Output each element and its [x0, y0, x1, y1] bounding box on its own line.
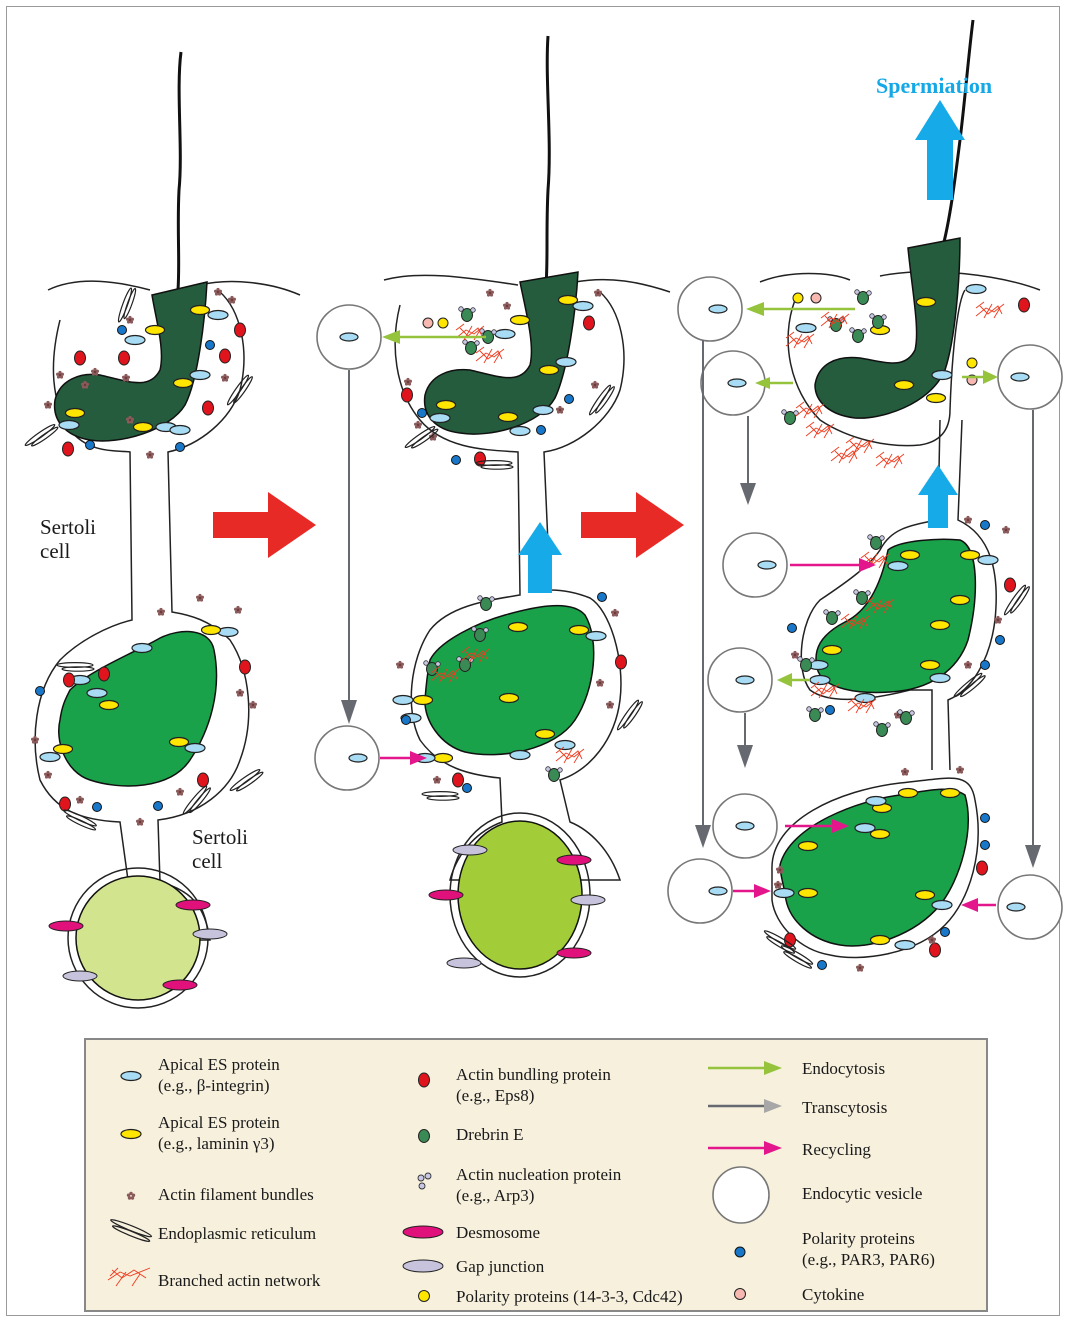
green-dot-icon — [414, 1126, 434, 1146]
sertoli-cell-label-top: Sertoli cell — [40, 515, 96, 563]
legend-text-gap-junction: Gap junction — [456, 1256, 544, 1277]
legend-text-recycling: Recycling — [802, 1139, 871, 1160]
red-arrow-2 — [581, 492, 684, 558]
pink-dot-icon — [730, 1284, 750, 1304]
desmosome-icon — [400, 1222, 446, 1242]
yellow-ellipse-icon — [116, 1124, 146, 1144]
legend-text-cytokine: Cytokine — [802, 1284, 864, 1305]
branched-actin-icon — [106, 1266, 154, 1290]
panel-2 — [315, 36, 684, 977]
sperm-tail-1 — [178, 52, 181, 290]
legend-text-actin-bundles: Actin filament bundles — [158, 1184, 314, 1205]
magenta-arrow-icon — [706, 1138, 786, 1158]
actin-bundle-icon — [116, 1186, 146, 1206]
green-arrow-icon — [706, 1058, 786, 1078]
er-icon — [102, 1218, 158, 1244]
legend-text-laminin: Apical ES protein (e.g., laminin γ3) — [158, 1112, 280, 1154]
legend-text-polarity-14-3-3: Polarity proteins (14-3-3, Cdc42) — [456, 1286, 683, 1307]
legend-text-drebrin: Drebrin E — [456, 1124, 524, 1145]
legend-text-eps8: Actin bundling protein (e.g., Eps8) — [456, 1064, 611, 1106]
arp3-icon — [412, 1170, 436, 1194]
legend: Apical ES protein (e.g., β-integrin) Api… — [84, 1038, 988, 1312]
red-arrow-1 — [213, 492, 316, 558]
legend-text-desmosome: Desmosome — [456, 1222, 540, 1243]
yellow-dot-icon — [414, 1286, 434, 1306]
blue-dot-icon — [730, 1242, 750, 1262]
legend-text-er: Endoplasmic reticulum — [158, 1223, 316, 1244]
red-dot-icon — [414, 1070, 434, 1090]
blue-ellipse-icon — [116, 1066, 146, 1086]
spermiation-label: Spermiation — [876, 73, 992, 99]
sperm-tail-2 — [546, 36, 549, 285]
diagram-canvas — [0, 0, 1066, 1040]
legend-text-endocytosis: Endocytosis — [802, 1058, 885, 1079]
gray-arrow-icon — [706, 1096, 786, 1116]
legend-text-endocytic-vesicle: Endocytic vesicle — [802, 1183, 922, 1204]
gap-junction-icon — [400, 1256, 446, 1276]
legend-text-arp3: Actin nucleation protein (e.g., Arp3) — [456, 1164, 621, 1206]
legend-text-beta-integrin: Apical ES protein (e.g., β-integrin) — [158, 1054, 280, 1096]
legend-text-transcytosis: Transcytosis — [802, 1097, 887, 1118]
sertoli-cell-label-bottom: Sertoli cell — [192, 825, 248, 873]
legend-text-branched-actin: Branched actin network — [158, 1270, 320, 1291]
legend-text-par3-par6: Polarity proteins (e.g., PAR3, PAR6) — [802, 1228, 935, 1270]
vesicle-icon — [710, 1164, 772, 1226]
panel-3 — [668, 20, 1062, 972]
